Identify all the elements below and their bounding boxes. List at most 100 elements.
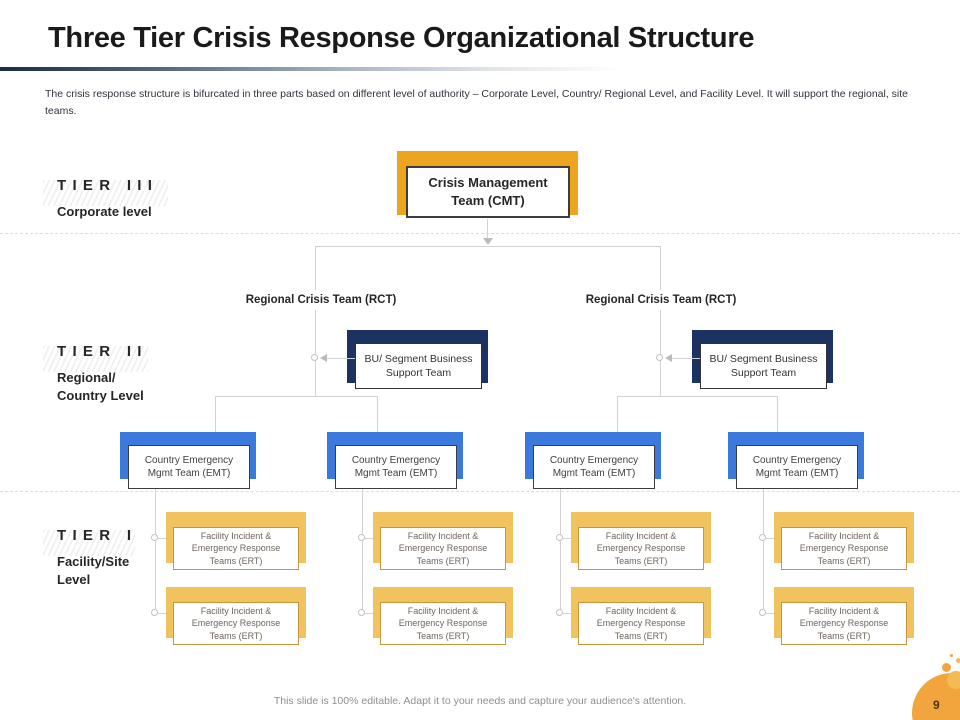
tier-3-label: TIER III [57,177,159,194]
bu-front-box: BU/ Segment Business Support Team [700,343,827,389]
connector-line [777,396,778,432]
node-ert-1: Facility Incident & Emergency Response T… [166,512,306,570]
hatch-decoration [43,346,148,372]
arrow-left-icon [320,354,327,362]
junction-circle [556,534,563,541]
junction-circle [656,354,663,361]
node-emt-2: Country Emergency Mgmt Team (EMT) [327,432,463,490]
connector-line [660,310,661,397]
junction-circle [358,609,365,616]
node-ert-3: Facility Incident & Emergency Response T… [373,512,513,570]
ert-label: Facility Incident & Emergency Response T… [799,531,889,566]
footer-note: This slide is 100% editable. Adapt it to… [273,695,687,707]
junction-circle [151,534,158,541]
connector-line [660,246,661,290]
node-ert-7: Facility Incident & Emergency Response T… [774,512,914,570]
node-ert-8: Facility Incident & Emergency Response T… [774,587,914,645]
rct-left-label: Regional Crisis Team (RCT) [245,294,397,306]
connector-line [617,396,618,432]
hatch-decoration [43,180,168,206]
tier-1-sublabel: Facility/Site Level [57,554,130,587]
tier-2-label: TIER II [57,343,148,360]
emt-label: Country Emergency Mgmt Team (EMT) [549,454,639,480]
ert-front-box: Facility Incident & Emergency Response T… [173,602,299,645]
junction-circle [311,354,318,361]
arrow-left-icon [665,354,672,362]
corner-circle-small [942,663,951,672]
ert-label: Facility Incident & Emergency Response T… [596,606,686,641]
connector-line [215,396,216,432]
junction-circle [358,534,365,541]
ert-front-box: Facility Incident & Emergency Response T… [578,602,704,645]
connector-line [158,538,167,539]
node-ert-5: Facility Incident & Emergency Response T… [571,512,711,570]
tier-1-label: TIER I [57,527,138,544]
tier-3-label-group: TIER III Corporate level [43,177,168,221]
emt-label: Country Emergency Mgmt Team (EMT) [351,454,441,480]
emt-front-box: Country Emergency Mgmt Team (EMT) [736,445,858,489]
title-underline-rule [0,67,625,71]
slide-description: The crisis response structure is bifurca… [45,88,909,117]
connector-line [365,538,374,539]
corner-dot [950,654,953,657]
tier-separator-line [0,491,960,492]
ert-label: Facility Incident & Emergency Response T… [596,531,686,566]
connector-line [377,396,378,432]
connector-line [365,613,374,614]
node-ert-2: Facility Incident & Emergency Response T… [166,587,306,645]
ert-label: Facility Incident & Emergency Response T… [398,606,488,641]
node-bu-support-right: BU/ Segment Business Support Team [692,330,833,390]
node-emt-4: Country Emergency Mgmt Team (EMT) [728,432,864,490]
connector-line [315,246,661,247]
ert-front-box: Facility Incident & Emergency Response T… [380,527,506,570]
bu-front-box: BU/ Segment Business Support Team [355,343,482,389]
ert-label: Facility Incident & Emergency Response T… [398,531,488,566]
ert-label: Facility Incident & Emergency Response T… [191,531,281,566]
junction-circle [151,609,158,616]
connector-line [362,489,363,613]
connector-line [155,489,156,613]
junction-circle [556,609,563,616]
connector-line [766,538,775,539]
junction-circle [759,609,766,616]
cmt-front-box: Crisis Management Team (CMT) [406,166,570,218]
node-bu-support-left: BU/ Segment Business Support Team [347,330,488,390]
ert-label: Facility Incident & Emergency Response T… [191,606,281,641]
emt-front-box: Country Emergency Mgmt Team (EMT) [533,445,655,489]
hatch-decoration [43,530,135,556]
node-crisis-management-team: Crisis Management Team (CMT) [397,151,578,219]
junction-circle [759,534,766,541]
cmt-label: Crisis Management Team (CMT) [428,175,548,208]
emt-front-box: Country Emergency Mgmt Team (EMT) [335,445,457,489]
ert-front-box: Facility Incident & Emergency Response T… [380,602,506,645]
emt-label: Country Emergency Mgmt Team (EMT) [752,454,842,480]
ert-front-box: Facility Incident & Emergency Response T… [781,602,907,645]
tier-2-label-group: TIER II Regional/ Country Level [43,343,148,404]
tier-3-sublabel: Corporate level [57,204,152,219]
ert-label: Facility Incident & Emergency Response T… [799,606,889,641]
connector-line [215,396,378,397]
page-number: 9 [933,698,940,712]
bu-label: BU/ Segment Business Support Team [364,352,473,379]
ert-front-box: Facility Incident & Emergency Response T… [781,527,907,570]
corner-dot [956,658,960,663]
connector-line [560,489,561,613]
tier-separator-line [0,233,960,234]
emt-label: Country Emergency Mgmt Team (EMT) [144,454,234,480]
connector-line [672,358,700,359]
node-ert-6: Facility Incident & Emergency Response T… [571,587,711,645]
node-emt-1: Country Emergency Mgmt Team (EMT) [120,432,256,490]
connector-line [563,613,572,614]
arrow-down-icon [483,238,493,245]
connector-line [158,613,167,614]
node-emt-3: Country Emergency Mgmt Team (EMT) [525,432,661,490]
connector-line [617,396,778,397]
connector-line [763,489,764,613]
node-ert-4: Facility Incident & Emergency Response T… [373,587,513,645]
emt-front-box: Country Emergency Mgmt Team (EMT) [128,445,250,489]
rct-right-label: Regional Crisis Team (RCT) [585,294,737,306]
page-title: Three Tier Crisis Response Organizationa… [48,22,755,54]
tier-1-label-group: TIER I Facility/Site Level [43,527,138,588]
connector-line [315,310,316,397]
